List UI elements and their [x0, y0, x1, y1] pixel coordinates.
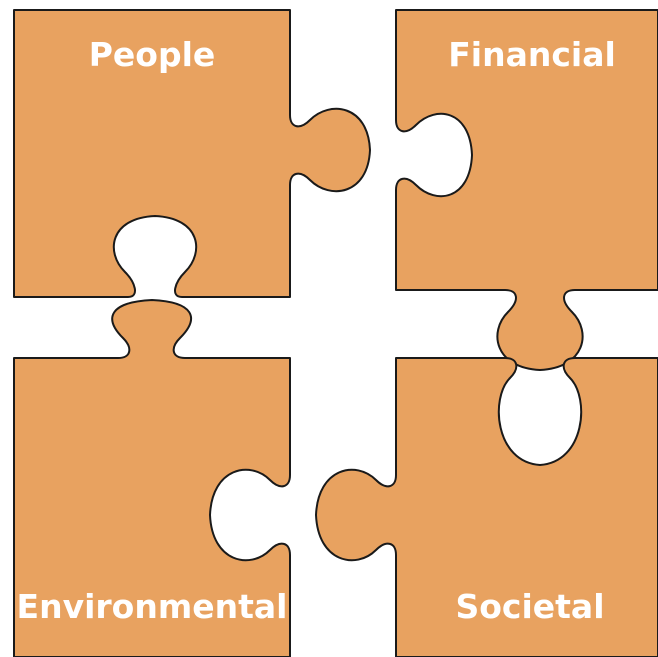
piece-label-financial: Financial	[448, 35, 616, 74]
puzzle-piece-people: People	[13, 9, 371, 298]
puzzle-piece-people-shape	[13, 9, 371, 298]
puzzle-piece-societal-shape	[315, 357, 658, 657]
piece-label-people: People	[89, 35, 216, 74]
piece-label-societal: Societal	[455, 587, 604, 626]
puzzle-piece-societal: Societal	[315, 357, 658, 657]
puzzle-piece-financial: Financial	[395, 9, 658, 371]
puzzle-piece-environmental-shape	[13, 299, 291, 657]
puzzle-piece-financial-shape	[395, 9, 658, 371]
piece-label-environmental: Environmental	[17, 587, 288, 626]
puzzle-piece-environmental: Environmental	[13, 299, 291, 657]
